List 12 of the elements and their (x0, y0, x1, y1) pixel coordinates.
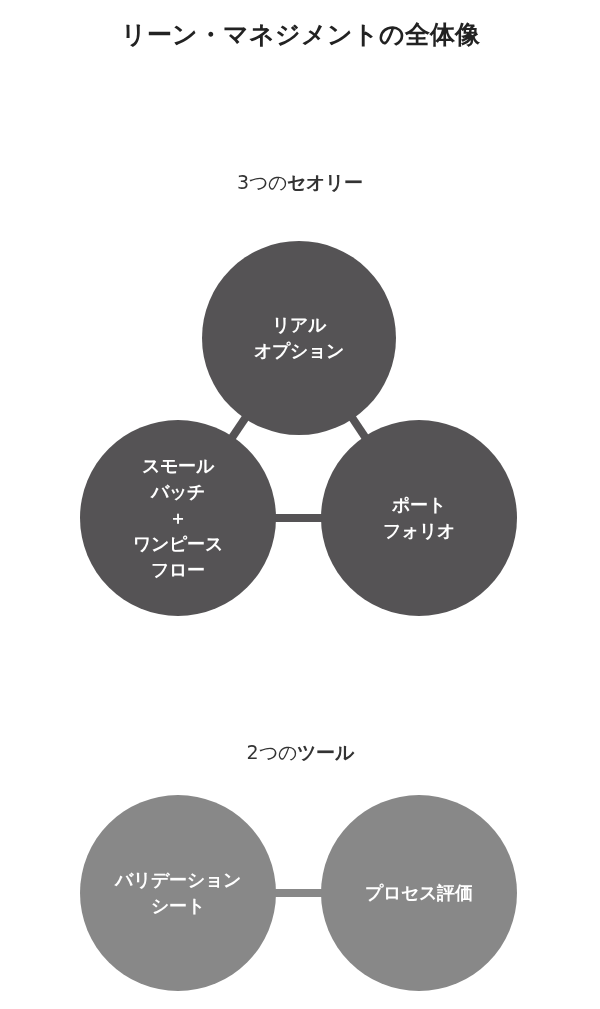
circle-label: プロセス評価 (365, 880, 473, 905)
connector-line (275, 889, 322, 897)
circle-label: ポートフォリオ (383, 492, 455, 543)
circle-label: リアルオプション (254, 312, 344, 363)
section-heading: 3つのセオリー (236, 170, 364, 195)
section-heading: 2つのツール (246, 740, 354, 765)
circle-label: スモールバッチ＋ワンピースフロー (133, 453, 223, 583)
connector-line (275, 514, 322, 522)
circle-label: バリデーションシート (115, 867, 241, 918)
connector-line (228, 415, 249, 440)
connector-line (348, 415, 369, 440)
title: リーン・マネジメントの全体像 (119, 19, 481, 51)
